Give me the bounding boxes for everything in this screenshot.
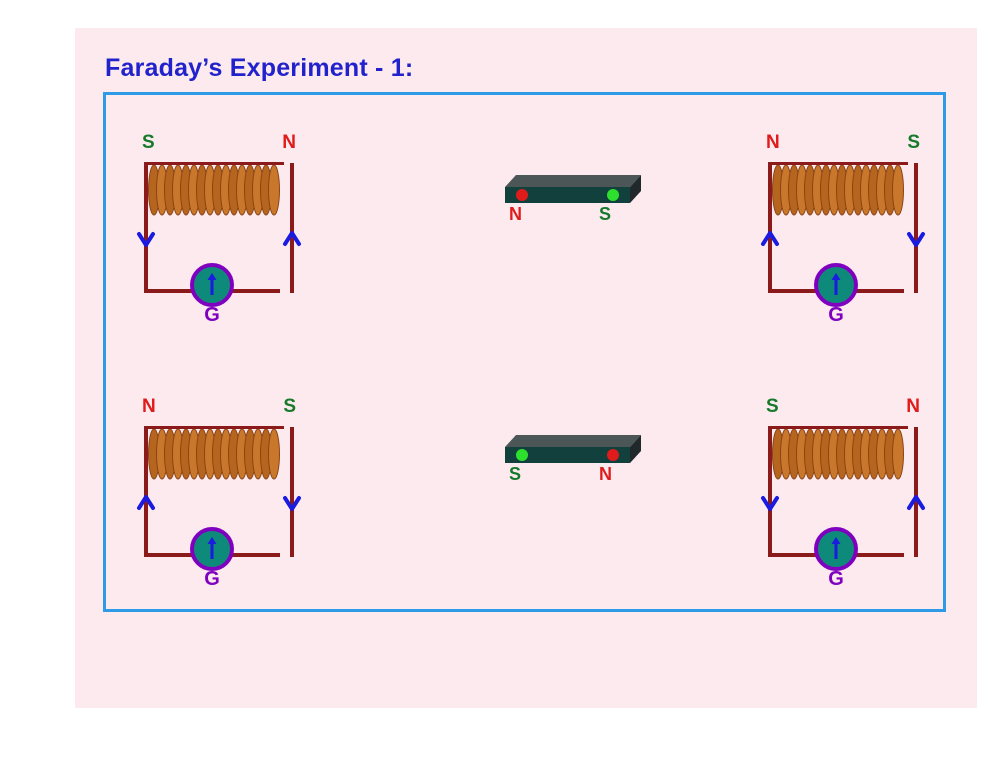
solenoid-coil	[144, 423, 284, 485]
magnet-pole-label-right: S	[599, 204, 612, 224]
page-title: Faraday’s Experiment - 1:	[105, 54, 414, 82]
current-arrow-right	[906, 493, 926, 513]
wire-right	[914, 427, 918, 557]
coil-pole-label-left: N	[766, 132, 780, 153]
current-arrow-left	[760, 229, 780, 249]
wire-left	[768, 163, 772, 293]
wire-left	[768, 427, 772, 557]
diagram-frame: S N	[103, 92, 946, 612]
solenoid-coil	[768, 159, 908, 221]
circuit-bottom-left[interactable]: N S	[134, 397, 304, 597]
magnet-pole-label-left: S	[509, 464, 522, 484]
current-arrow-right	[906, 229, 926, 249]
galvanometer-label: G	[204, 568, 220, 590]
solenoid-coil	[768, 423, 908, 485]
coil-pole-label-right: N	[282, 132, 296, 153]
current-arrow-left	[760, 493, 780, 513]
galvanometer-label: G	[828, 568, 844, 590]
coil-pole-label-right: S	[907, 132, 920, 153]
wire-left	[144, 163, 148, 293]
coil-pole-label-right: N	[906, 396, 920, 417]
galvanometer[interactable]	[190, 527, 234, 571]
solenoid-coil	[144, 159, 284, 221]
magnet-pole-label-right: N	[599, 464, 612, 484]
coil-pole-label-left: S	[766, 396, 779, 417]
galvanometer[interactable]	[814, 263, 858, 307]
magnet-pole-label-left: N	[509, 204, 522, 224]
coil-pole-label-left: N	[142, 396, 156, 417]
galvanometer-label: G	[828, 304, 844, 326]
wire-right	[290, 163, 294, 293]
galvanometer[interactable]	[190, 263, 234, 307]
bar-magnet-top[interactable]: N S	[491, 169, 641, 224]
circuit-top-left[interactable]: S N	[134, 133, 304, 333]
current-arrow-left	[136, 493, 156, 513]
galvanometer[interactable]	[814, 527, 858, 571]
current-arrow-right	[282, 493, 302, 513]
circuit-top-right[interactable]: N S	[758, 133, 928, 333]
coil-pole-label-right: S	[283, 396, 296, 417]
circuit-bottom-right[interactable]: S N	[758, 397, 928, 597]
coil-pole-label-left: S	[142, 132, 155, 153]
galvanometer-label: G	[204, 304, 220, 326]
wire-left	[144, 427, 148, 557]
wire-right	[914, 163, 918, 293]
slide-panel: Faraday’s Experiment - 1: S N	[75, 28, 977, 708]
wire-right	[290, 427, 294, 557]
bar-magnet-bottom[interactable]: S N	[491, 429, 641, 484]
current-arrow-left	[136, 229, 156, 249]
current-arrow-right	[282, 229, 302, 249]
